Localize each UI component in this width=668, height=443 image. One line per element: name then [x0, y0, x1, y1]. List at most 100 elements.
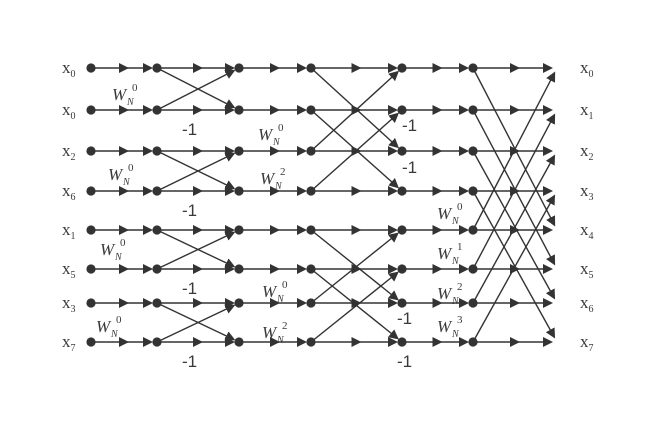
- negation-label-5: -1: [402, 158, 417, 177]
- input-label-6-subscript: 3: [71, 304, 76, 315]
- node-c3-r0: [306, 63, 316, 73]
- node-c2-r0: [234, 63, 244, 73]
- input-label-3-base: x: [62, 181, 71, 200]
- output-label-0-base: x: [580, 58, 589, 77]
- edge-s4-r7-midarrow: [432, 337, 443, 347]
- output-label-1-base: x: [580, 100, 589, 119]
- node-c3-r6: [306, 298, 316, 308]
- negation-label-6: -1: [397, 309, 412, 328]
- node-c5-r6: [468, 298, 478, 308]
- node-c1-r6: [152, 298, 162, 308]
- input-label-3: x6: [62, 181, 76, 203]
- twiddle-label-5-superscript: 2: [280, 166, 286, 178]
- cross-s2-b0: [310, 70, 400, 152]
- twiddle-label-5-subscript: N: [274, 181, 283, 192]
- edges: [91, 63, 556, 347]
- input-label-7-subscript: 7: [71, 343, 76, 354]
- twiddle-label-2-subscript: N: [114, 252, 123, 263]
- node-c2-r5: [234, 264, 244, 274]
- output-label-5: x5: [580, 259, 594, 281]
- output-label-3-base: x: [580, 181, 589, 200]
- twiddle-label-9-subscript: N: [451, 256, 460, 267]
- edge-s1-r0-midarrow: [193, 63, 203, 73]
- node-c3-r4: [306, 225, 316, 235]
- twiddle-label-8-superscript: 0: [457, 201, 463, 213]
- edge-s3-r4-midarrow: [351, 225, 362, 235]
- input-label-0: x0: [62, 58, 76, 80]
- twiddle-label-7-superscript: 2: [282, 320, 288, 332]
- edge-s2-r2-midarrow: [270, 146, 280, 156]
- negation-label-3: -1: [182, 352, 197, 371]
- cross-s1-b1: [156, 152, 236, 192]
- cross-s2-b3: [310, 271, 399, 343]
- node-c0-r2: [86, 146, 96, 156]
- input-label-2-base: x: [62, 141, 71, 160]
- edge-s2-r0-midarrow: [270, 63, 280, 73]
- node-c3-r7: [306, 337, 316, 347]
- node-c5-r2: [468, 146, 478, 156]
- twiddle-label-10-superscript: 2: [457, 281, 463, 293]
- node-c5-r1: [468, 105, 478, 115]
- edge-s5-r7-midarrow: [510, 337, 520, 347]
- cross-s3-a1: [472, 109, 556, 266]
- edge-s1-r6-midarrow: [193, 298, 203, 308]
- twiddle-label-10-base: W: [437, 284, 453, 303]
- edge-s1-r4-midarrow: [193, 225, 203, 235]
- twiddle-label-2-superscript: 0: [120, 237, 126, 249]
- output-label-6-base: x: [580, 293, 589, 312]
- cross-s2-a2: [310, 229, 399, 301]
- negation-label-0: -1: [182, 120, 197, 139]
- cross-s1-b2: [156, 231, 236, 270]
- twiddle-label-2-base: W: [100, 240, 116, 259]
- edge-s2-r4-midarrow: [270, 225, 280, 235]
- edge-s4-r2-midarrow: [432, 146, 443, 156]
- negation-label-1: -1: [182, 201, 197, 220]
- output-label-1: x1: [580, 100, 594, 122]
- output-label-7: x7: [580, 332, 594, 354]
- twiddle-label-1-base: W: [108, 165, 124, 184]
- cross-s3-b2: [472, 154, 556, 304]
- edge-s5-r0-midarrow: [510, 63, 520, 73]
- node-c3-r3: [306, 186, 316, 196]
- twiddle-label-4-superscript: 0: [278, 122, 284, 134]
- edge-s3-r6-midarrow: [351, 298, 362, 308]
- cross-s2-a3: [310, 268, 399, 340]
- node-c1-r0: [152, 63, 162, 73]
- negation-label-4: -1: [402, 116, 417, 135]
- output-label-5-subscript: 5: [589, 270, 594, 281]
- input-label-2-subscript: 2: [71, 152, 76, 163]
- edge-s0-r2-midarrow: [119, 146, 129, 156]
- input-label-0-subscript: 0: [71, 69, 76, 80]
- edge-s4-r3-midarrow: [432, 186, 443, 196]
- output-label-6: x6: [580, 293, 594, 315]
- node-c2-r7: [234, 337, 244, 347]
- edge-s2-r6-midarrow: [270, 298, 280, 308]
- node-c0-r4: [86, 225, 96, 235]
- output-label-4-base: x: [580, 220, 589, 239]
- cross-s2-b2: [310, 232, 399, 304]
- node-c5-r7: [468, 337, 478, 347]
- input-label-1: x0: [62, 100, 76, 122]
- edge-s5-r1-midarrow: [510, 105, 520, 115]
- node-c1-r1: [152, 105, 162, 115]
- output-label-3-subscript: 3: [589, 192, 594, 203]
- cross-s2-b1: [310, 112, 400, 192]
- input-label-1-base: x: [62, 100, 71, 119]
- twiddle-label-1-superscript: 0: [128, 162, 134, 174]
- nodes: [86, 63, 478, 347]
- output-label-1-subscript: 1: [589, 111, 594, 122]
- cross-s1-a2: [156, 229, 236, 268]
- node-c4-r0: [397, 63, 407, 73]
- twiddle-label-4-subscript: N: [272, 137, 281, 148]
- twiddle-label-8-subscript: N: [451, 216, 460, 227]
- node-c4-r2: [397, 146, 407, 156]
- edge-s0-r7-midarrow: [119, 337, 129, 347]
- input-label-0-base: x: [62, 58, 71, 77]
